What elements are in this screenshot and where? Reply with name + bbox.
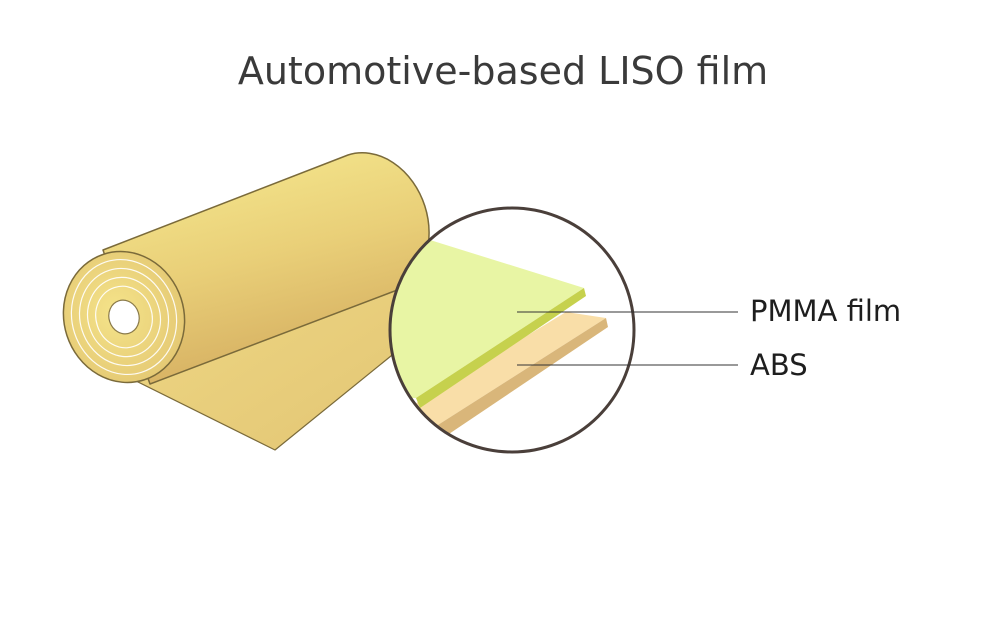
zoom-circle-outline <box>388 206 636 454</box>
diagram-title: Automotive-based LISO film <box>238 49 768 93</box>
pmma-layer-top <box>390 230 584 398</box>
magnified-layer-view <box>388 206 636 454</box>
film-roll-end <box>62 250 186 384</box>
pmma-film-label: PMMA film <box>750 294 901 328</box>
abs-layer-top <box>390 312 606 430</box>
abs-layer-edge <box>430 318 608 440</box>
pmma-layer-edge <box>416 288 586 408</box>
abs-label: ABS <box>750 348 808 382</box>
